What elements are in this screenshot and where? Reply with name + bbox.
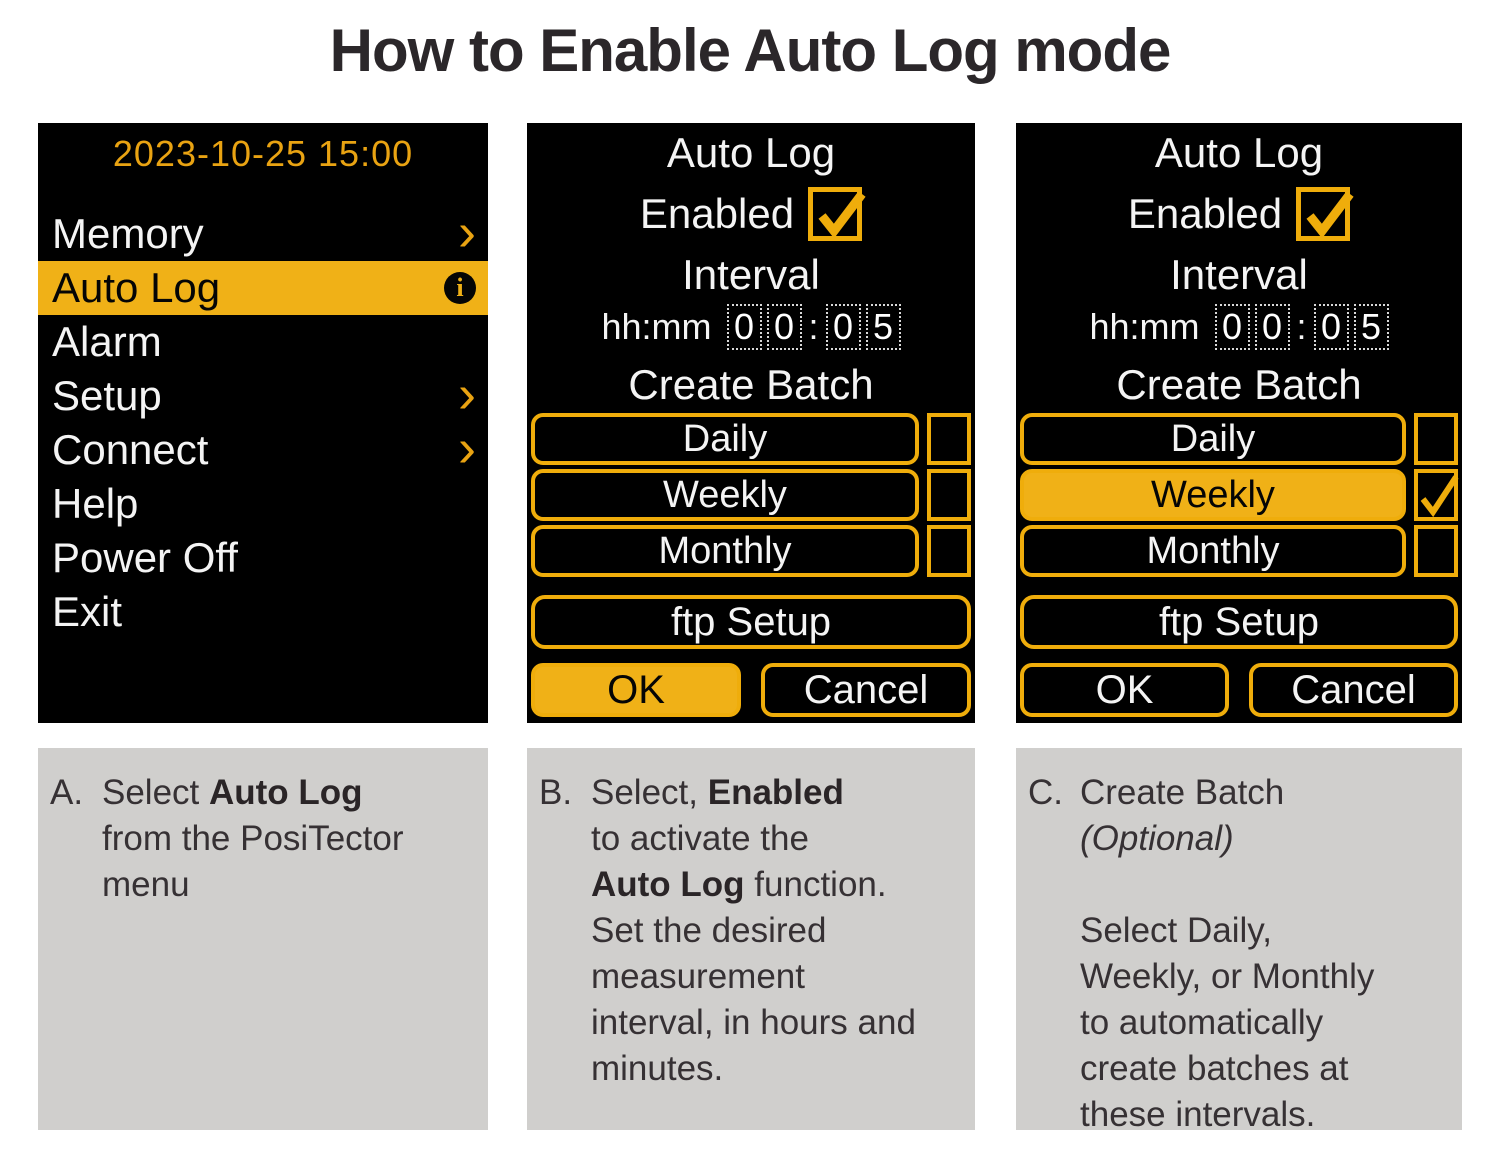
ftp-setup-button[interactable]: ftp Setup	[1020, 595, 1458, 649]
device-screen-autolog-config: Auto Log Enabled Interval hh:mm 0 0 : 0 …	[527, 123, 975, 723]
screen-title: Auto Log	[1154, 129, 1324, 176]
daily-button[interactable]: Daily	[531, 413, 919, 465]
enabled-checkbox[interactable]	[1296, 187, 1354, 241]
interval-digit-hh1[interactable]: 0	[726, 304, 762, 350]
interval-format-label: hh:mm	[601, 306, 712, 347]
menu-item-label: Memory	[52, 210, 204, 257]
menu-item-label: Connect	[52, 426, 209, 473]
interval-digit-hh2[interactable]: 0	[1254, 304, 1290, 350]
menu-item-power-off[interactable]: Power Off	[38, 531, 488, 585]
chevron-right-icon: ›	[458, 418, 476, 478]
daily-checkbox[interactable]	[1414, 413, 1458, 465]
daily-button[interactable]: Daily	[1020, 413, 1406, 465]
interval-row: hh:mm 0 0 : 0 5	[1020, 303, 1458, 351]
create-batch-label: Create Batch	[1116, 361, 1362, 408]
interval-label: Interval	[1170, 251, 1308, 298]
batch-option-monthly: Monthly	[531, 525, 971, 577]
daily-checkbox[interactable]	[927, 413, 971, 465]
menu-item-alarm[interactable]: Alarm	[38, 315, 488, 369]
menu-item-label: Help	[52, 480, 139, 527]
interval-colon: :	[808, 306, 819, 347]
caption-letter: A.	[50, 773, 84, 812]
batch-option-daily: Daily	[531, 413, 971, 465]
caption-letter: C.	[1028, 773, 1063, 812]
batch-option-weekly: Weekly	[1020, 469, 1459, 521]
create-batch-label: Create Batch	[628, 361, 874, 408]
menu-item-label: Setup	[52, 372, 162, 419]
enabled-label: Enabled	[639, 190, 795, 237]
menu-item-memory[interactable]: Memory ›	[38, 202, 488, 262]
weekly-button[interactable]: Weekly	[1020, 469, 1406, 521]
batch-option-weekly: Weekly	[531, 469, 971, 521]
interval-digit-mm2[interactable]: 5	[1353, 304, 1389, 350]
weekly-checkbox[interactable]	[927, 469, 971, 521]
interval-digit-mm2[interactable]: 5	[865, 304, 901, 350]
menu-item-exit[interactable]: Exit	[38, 585, 488, 639]
info-icon[interactable]: i	[444, 272, 476, 304]
interval-format-label: hh:mm	[1089, 306, 1200, 347]
status-datetime: 2023-10-25 15:00	[112, 133, 414, 174]
caption-text: Create Batch (Optional) Select Daily, We…	[1080, 773, 1375, 1134]
caption-letter: B.	[539, 773, 573, 812]
monthly-checkbox[interactable]	[927, 525, 971, 577]
checkmark-icon	[1306, 191, 1354, 239]
interval-digit-mm1[interactable]: 0	[1313, 304, 1349, 350]
enabled-row: Enabled	[531, 185, 971, 243]
menu-item-help[interactable]: Help	[38, 477, 488, 531]
menu-item-label: Exit	[52, 588, 123, 635]
menu-item-connect[interactable]: Connect ›	[38, 418, 488, 478]
monthly-button[interactable]: Monthly	[1020, 525, 1406, 577]
screen-title: Auto Log	[666, 129, 836, 176]
checkmark-icon	[818, 191, 866, 239]
checkmark-icon	[1420, 475, 1459, 518]
ok-button[interactable]: OK	[531, 663, 741, 717]
interval-row: hh:mm 0 0 : 0 5	[531, 303, 971, 351]
cancel-button[interactable]: Cancel	[1249, 663, 1458, 717]
caption-a: A. Select Auto Log from the PosiTector m…	[38, 748, 488, 1130]
menu-item-auto-log[interactable]: Auto Log i	[38, 261, 488, 315]
dialog-actions: OK Cancel	[531, 663, 971, 717]
menu-item-setup[interactable]: Setup ›	[38, 364, 488, 424]
chevron-right-icon: ›	[458, 364, 476, 424]
enabled-checkbox[interactable]	[808, 187, 866, 241]
monthly-checkbox[interactable]	[1414, 525, 1458, 577]
weekly-checkbox[interactable]	[1414, 469, 1459, 521]
interval-digit-hh2[interactable]: 0	[766, 304, 802, 350]
caption-text: Select, Enabled to activate the Auto Log…	[591, 773, 916, 1088]
dialog-actions: OK Cancel	[1020, 663, 1458, 717]
enabled-row: Enabled	[1020, 185, 1458, 243]
menu-item-label: Alarm	[52, 318, 162, 365]
batch-option-daily: Daily	[1020, 413, 1458, 465]
weekly-button[interactable]: Weekly	[531, 469, 919, 521]
device-screen-autolog-batch: Auto Log Enabled Interval hh:mm 0 0 : 0 …	[1016, 123, 1462, 723]
menu-item-label: Auto Log	[52, 264, 221, 311]
ftp-setup-button[interactable]: ftp Setup	[531, 595, 971, 649]
ok-button[interactable]: OK	[1020, 663, 1229, 717]
main-menu: Memory › Auto Log i Alarm Setup › Connec…	[38, 202, 488, 639]
interval-label: Interval	[682, 251, 820, 298]
interval-digit-hh1[interactable]: 0	[1214, 304, 1250, 350]
enabled-label: Enabled	[1127, 190, 1283, 237]
monthly-button[interactable]: Monthly	[531, 525, 919, 577]
menu-item-label: Power Off	[52, 534, 238, 581]
interval-digit-mm1[interactable]: 0	[825, 304, 861, 350]
caption-b: B. Select, Enabled to activate the Auto …	[527, 748, 975, 1130]
chevron-right-icon: ›	[458, 202, 476, 262]
cancel-button[interactable]: Cancel	[761, 663, 971, 717]
interval-colon: :	[1296, 306, 1307, 347]
page-title: How to Enable Auto Log mode	[329, 17, 1172, 84]
batch-option-monthly: Monthly	[1020, 525, 1458, 577]
caption-text: Select Auto Log from the PosiTector menu	[102, 773, 404, 904]
device-screen-menu: 2023-10-25 15:00 Memory › Auto Log i Ala…	[38, 123, 488, 723]
caption-c: C. Create Batch (Optional) Select Daily,…	[1016, 748, 1462, 1134]
